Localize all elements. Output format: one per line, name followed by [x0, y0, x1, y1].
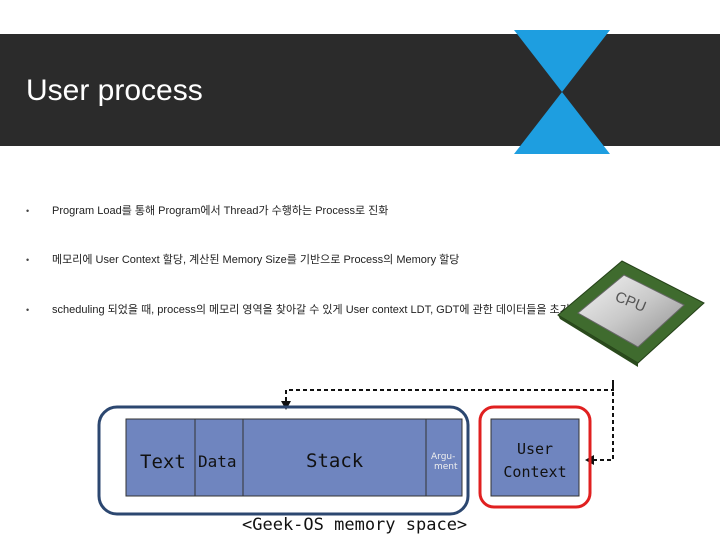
dashed-connector-right [594, 380, 614, 461]
memory-strip [125, 418, 463, 497]
user-context-label-line1: User [517, 440, 553, 458]
bullet-marker: • [26, 305, 30, 315]
user-context-box [490, 418, 580, 497]
diagram-caption: <Geek-OS memory space> [242, 515, 468, 535]
segment-argument-label-line2: ment [434, 462, 458, 472]
bullet-item: • Program Load를 통해 Program에서 Thread가 수행하… [26, 200, 612, 222]
bullet-text: scheduling 되었을 때, process의 메모리 영역을 찾아갈 수… [52, 304, 580, 316]
bullet-text: 메모리에 User Context 할당, 계산된 Memory Size를 기… [52, 254, 460, 266]
user-context-frame [478, 405, 592, 509]
memory-block-frame [97, 405, 470, 516]
segment-text-label: Text [140, 451, 186, 473]
bullet-item: • scheduling 되었을 때, process의 메모리 영역을 찾아갈… [26, 298, 592, 322]
bullet-marker: • [26, 206, 30, 216]
x-logo-icon [514, 30, 610, 154]
title-bar: User process [0, 34, 720, 146]
segment-argument-label-line1: Argu- [431, 452, 455, 462]
segment-stack-label: Stack [306, 450, 364, 472]
segment-data-label: Data [198, 452, 237, 471]
dashed-connector-top [285, 380, 614, 408]
slide-title: User process [26, 74, 203, 107]
memory-diagram: Text Data Stack Argu- ment User Context [97, 380, 614, 516]
bullet-text: Program Load를 통해 Program에서 Thread가 수행하는 … [52, 205, 389, 217]
cpu-chip-icon: CPU [557, 260, 705, 367]
user-context-label-line2: Context [503, 463, 566, 481]
bullet-item: • 메모리에 User Context 할당, 계산된 Memory Size를… [26, 249, 612, 271]
bullet-marker: • [26, 255, 30, 265]
